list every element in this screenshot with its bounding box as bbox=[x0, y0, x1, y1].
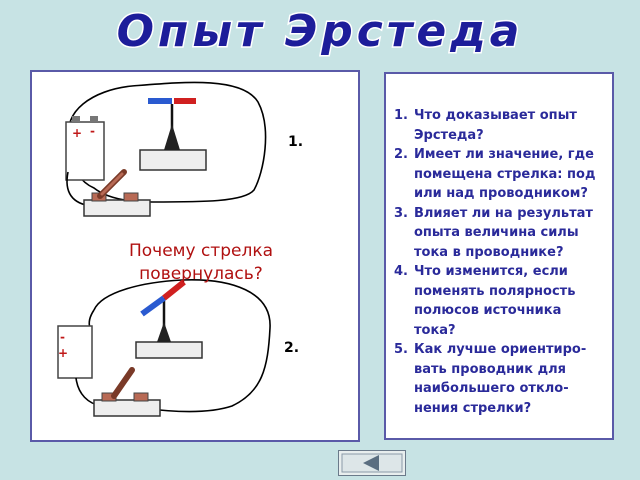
battery-2-minus: - bbox=[60, 330, 65, 344]
list-item-text: Что доказывает опыт Эрстеда? bbox=[414, 108, 577, 143]
switch-base-1 bbox=[83, 199, 151, 217]
needle-blue-2 bbox=[140, 295, 166, 317]
experiment-diagram-1 bbox=[65, 81, 267, 217]
list-item-text: Как лучше ориентиро- вать проводник для … bbox=[414, 342, 587, 416]
list-item-number: 4. bbox=[394, 264, 408, 279]
switch-base-2 bbox=[93, 399, 161, 417]
back-triangle-icon bbox=[341, 453, 403, 473]
list-item-text: Влияет ли на результат опыта величина си… bbox=[414, 205, 593, 260]
battery-2-plus: + bbox=[58, 346, 69, 360]
list-item: 2. Имеет ли значение, где помещена стрел… bbox=[394, 145, 612, 204]
diagram-label-2: 2. bbox=[284, 340, 300, 356]
battery-1 bbox=[65, 121, 105, 181]
battery-1-plus: + bbox=[72, 126, 83, 140]
list-item: 1. Что доказывает опыт Эрстеда? bbox=[394, 106, 612, 145]
compass-base-2 bbox=[135, 341, 203, 359]
list-item-number: 3. bbox=[394, 205, 408, 221]
back-button[interactable] bbox=[338, 450, 406, 476]
battery-1-minus: - bbox=[90, 124, 95, 138]
questions-panel: 1. Что доказывает опыт Эрстеда? 2. Имеет … bbox=[384, 72, 614, 440]
list-item: 3. Влияет ли на результат опыта величина … bbox=[394, 204, 612, 263]
switch-lever-2 bbox=[111, 367, 135, 399]
list-item-text: Имеет ли значение, где помещена стрелка:… bbox=[414, 147, 596, 201]
list-item-text: Что изменится, если поменять полярность … bbox=[414, 264, 576, 338]
list-item-number: 1. bbox=[394, 108, 408, 123]
list-item-number: 5. bbox=[394, 342, 408, 357]
list-item: 4. Что изменится, если поменять полярност… bbox=[394, 262, 612, 340]
title-banner: Опыт Эрстеда bbox=[115, 5, 524, 59]
wire-loop-2 bbox=[93, 279, 271, 413]
diagram-label-1: 1. bbox=[288, 134, 304, 150]
compass-base-1 bbox=[139, 149, 207, 171]
diagram-panel: + - - + 1. 2. Почему стрелка повернулась… bbox=[30, 70, 360, 442]
list-item-number: 2. bbox=[394, 147, 408, 162]
page-title: Опыт Эрстеда bbox=[117, 6, 524, 57]
wire-loop-1 bbox=[67, 81, 267, 203]
questions-list: 1. Что доказывает опыт Эрстеда? 2. Имеет … bbox=[394, 106, 612, 418]
needle-red-1 bbox=[174, 98, 196, 104]
list-item: 5. Как лучше ориентиро- вать проводник дл… bbox=[394, 340, 612, 418]
needle-blue-1 bbox=[148, 98, 172, 104]
question-text: Почему стрелка повернулась? bbox=[128, 241, 274, 284]
